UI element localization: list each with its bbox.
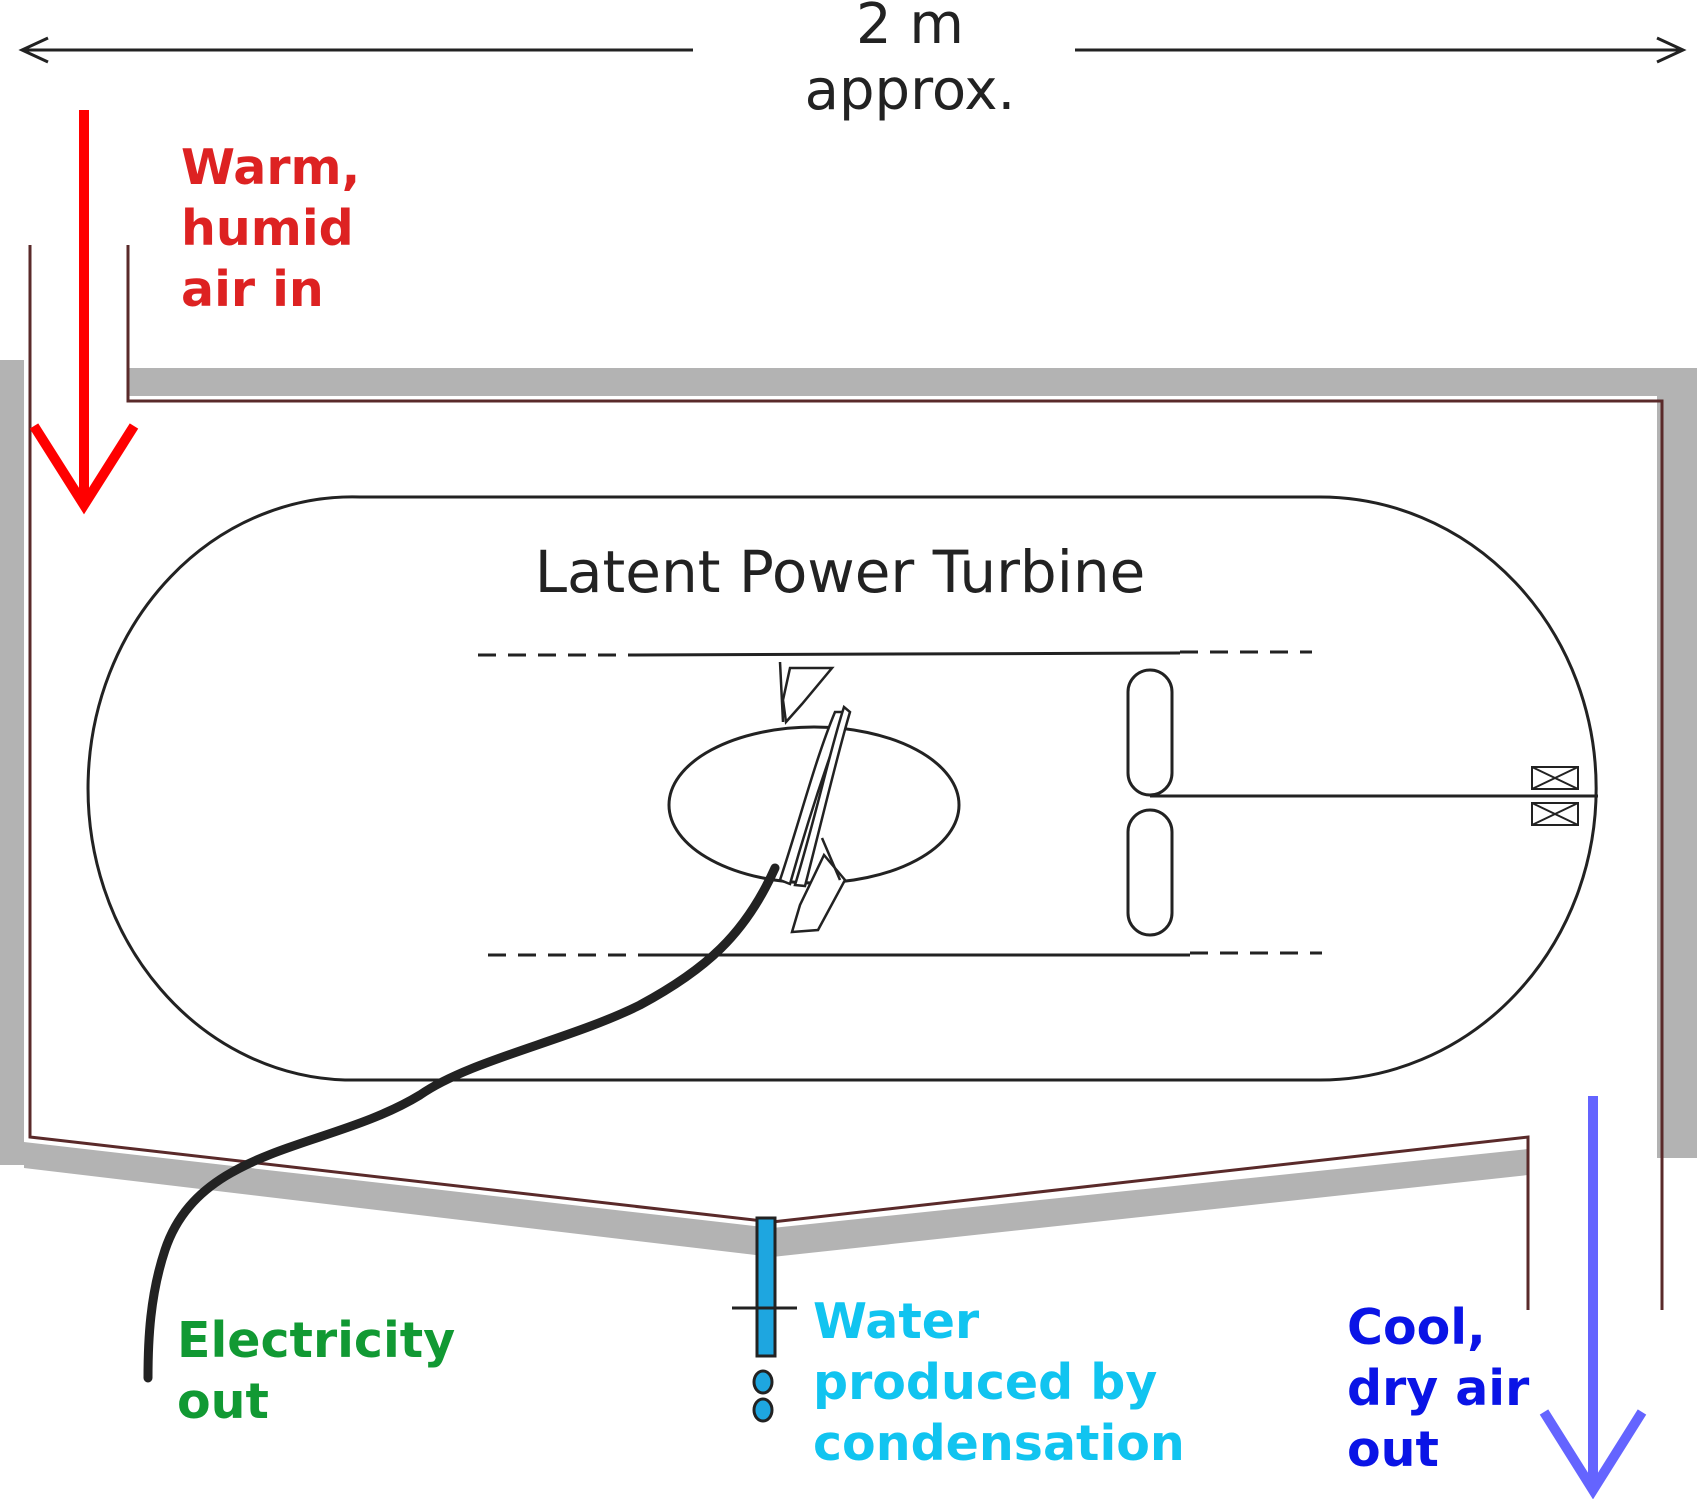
cool-air-arrow-icon — [1539, 1096, 1647, 1499]
water-drain-pipe — [732, 1216, 797, 1358]
water-drop-icon — [752, 1369, 774, 1423]
inner-duct-lines — [478, 650, 1322, 957]
propeller — [1126, 668, 1174, 937]
turbine-title: Latent Power Turbine — [534, 538, 1146, 606]
warm-air-in-label: Warm, humid air in — [181, 139, 361, 318]
electricity-cable — [143, 863, 780, 1383]
warm-air-arrow-icon — [29, 110, 139, 515]
turbine-housing — [86, 495, 1598, 1082]
dimension-label: 2 m approx. — [804, 0, 1016, 123]
turbine-blades — [778, 661, 852, 934]
bearing-icon — [1531, 766, 1579, 826]
cool-air-out-label: Cool, dry air out — [1347, 1299, 1530, 1478]
electricity-out-label: Electricity out — [177, 1312, 456, 1430]
water-out-label: Water produced by condensation — [813, 1293, 1185, 1472]
dimension-arrow — [18, 36, 1687, 64]
